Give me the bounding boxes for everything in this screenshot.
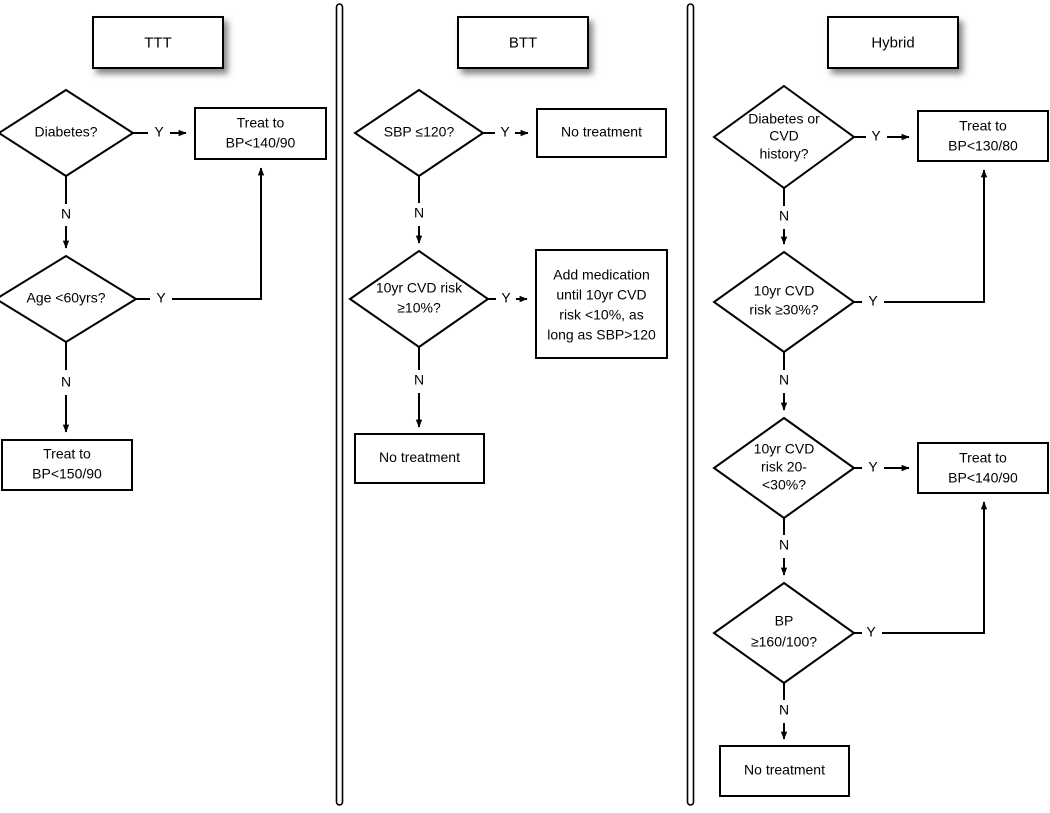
- edge-label-ttt-age-no: N: [61, 374, 71, 390]
- node-ttt-diabetes-line-0: Diabetes?: [34, 124, 97, 140]
- edge-label-btt-sbp-no: N: [414, 205, 424, 221]
- node-btt-add-medication[interactable]: Add medication until 10yr CVD risk <10%,…: [535, 249, 668, 359]
- panel-divider-left: [335, 3, 344, 806]
- node-hyb-treat-140-90[interactable]: Treat to BP<140/90: [917, 442, 1049, 494]
- node-hyb-treat-130-80[interactable]: Treat to BP<130/80: [917, 110, 1049, 162]
- edge-ttt-age-no: N: [61, 342, 71, 433]
- node-ttt-age-60-line-0: Age <60yrs?: [27, 290, 106, 306]
- node-ttt-treat-150-90-line-1: BP<150/90: [32, 466, 102, 482]
- edge-label-hyb-d4-no: N: [779, 702, 789, 718]
- panel-divider-right: [686, 3, 695, 806]
- node-hyb-cvd-risk-30-line-1: risk ≥30%?: [749, 302, 818, 318]
- node-hyb-diabetes-cvd-history-line-2: history?: [759, 146, 808, 162]
- edge-hyb-d1-yes: Y: [854, 128, 910, 144]
- node-ttt-treat-140-90-line-0: Treat to: [237, 115, 285, 131]
- node-ttt-diabetes[interactable]: Diabetes?: [0, 88, 135, 178]
- panel-btt: BTT SBP ≤120? No treatment 10yr CVD risk…: [348, 16, 668, 484]
- node-btt-cvd-risk-10[interactable]: 10yr CVD risk ≥10%?: [348, 249, 490, 349]
- node-ttt-treat-140-90[interactable]: Treat to BP<140/90: [194, 107, 327, 160]
- edge-label-ttt-diabetes-no: N: [61, 206, 71, 222]
- node-btt-cvd-risk-10-line-1: ≥10%?: [397, 300, 441, 316]
- edge-btt-sbp-yes: Y: [483, 124, 529, 140]
- node-btt-no-treatment-top-line-0: No treatment: [561, 124, 642, 140]
- edge-label-hyb-d3-yes: Y: [868, 459, 878, 475]
- edge-label-hyb-d2-yes: Y: [868, 293, 878, 309]
- edge-label-btt-sbp-yes: Y: [500, 124, 510, 140]
- node-ttt-treat-140-90-line-1: BP<140/90: [226, 135, 296, 151]
- node-ttt-treat-150-90[interactable]: Treat to BP<150/90: [1, 439, 133, 491]
- edge-hyb-d4-no: N: [779, 683, 789, 740]
- edge-btt-cvd-no: N: [414, 347, 424, 428]
- edge-label-hyb-d1-yes: Y: [871, 128, 881, 144]
- edge-label-btt-cvd-no: N: [414, 372, 424, 388]
- node-hyb-cvd-risk-20-30[interactable]: 10yr CVD risk 20- <30%?: [712, 416, 856, 520]
- node-btt-sbp-120[interactable]: SBP ≤120?: [353, 88, 485, 178]
- node-hyb-cvd-risk-20-30-line-2: <30%?: [762, 477, 806, 493]
- node-hyb-bp-160-100-line-0: BP: [775, 613, 794, 629]
- panel-header-hybrid-label: Hybrid: [871, 34, 914, 51]
- node-btt-add-medication-line-3: long as SBP>120: [547, 327, 656, 343]
- node-btt-add-medication-line-1: until 10yr CVD: [556, 287, 646, 303]
- node-hyb-treat-140-90-line-0: Treat to: [959, 450, 1007, 466]
- edge-label-hyb-d2-no: N: [779, 372, 789, 388]
- edge-label-ttt-diabetes-yes: Y: [154, 124, 164, 140]
- node-hyb-bp-160-100-line-1: ≥160/100?: [751, 634, 817, 650]
- node-btt-no-treatment-top[interactable]: No treatment: [536, 108, 667, 158]
- edge-ttt-diabetes-yes: Y: [133, 124, 187, 140]
- node-ttt-treat-150-90-line-0: Treat to: [43, 446, 91, 462]
- edge-label-hyb-d3-no: N: [779, 537, 789, 553]
- node-btt-add-medication-line-0: Add medication: [553, 267, 650, 283]
- panel-header-hybrid: Hybrid: [827, 16, 959, 69]
- edge-btt-cvd-yes: Y: [488, 290, 528, 306]
- edge-hyb-d3-yes: Y: [854, 459, 910, 475]
- edge-label-ttt-age-yes: Y: [156, 290, 166, 306]
- panel-header-btt: BTT: [457, 16, 589, 69]
- edge-label-hyb-d4-yes: Y: [866, 624, 876, 640]
- edge-hyb-d2-yes: Y: [854, 169, 988, 309]
- panel-ttt: TTT Diabetes? Treat to BP<140/90 Age <60…: [0, 16, 327, 491]
- panel-hybrid: Hybrid Diabetes or CVD history? Treat to…: [712, 16, 1049, 797]
- node-hyb-treat-130-80-line-0: Treat to: [959, 118, 1007, 134]
- edge-label-hyb-d1-no: N: [779, 208, 789, 224]
- node-hyb-no-treatment[interactable]: No treatment: [719, 745, 850, 797]
- edge-label-btt-cvd-yes: Y: [501, 290, 511, 306]
- edge-ttt-age-yes: Y: [136, 167, 265, 306]
- node-hyb-cvd-risk-20-30-line-0: 10yr CVD: [754, 441, 815, 457]
- edge-ttt-diabetes-no: N: [61, 176, 71, 249]
- node-btt-no-treatment-bottom-line-0: No treatment: [379, 449, 460, 465]
- edge-hyb-d2-no: N: [779, 352, 789, 411]
- node-hyb-diabetes-cvd-history-line-0: Diabetes or: [748, 111, 820, 127]
- panel-header-btt-label: BTT: [509, 34, 537, 51]
- edge-hyb-d1-no: N: [779, 188, 789, 245]
- node-hyb-cvd-risk-20-30-line-1: risk 20-: [761, 459, 807, 475]
- node-hyb-no-treatment-line-0: No treatment: [744, 762, 825, 778]
- node-hyb-diabetes-cvd-history-line-1: CVD: [769, 128, 799, 144]
- node-hyb-treat-130-80-line-1: BP<130/80: [948, 138, 1018, 154]
- node-btt-cvd-risk-10-line-0: 10yr CVD risk: [376, 280, 463, 296]
- node-hyb-cvd-risk-30-line-0: 10yr CVD: [754, 283, 815, 299]
- panel-header-ttt-label: TTT: [144, 34, 172, 51]
- edge-hyb-d4-yes: Y: [854, 501, 988, 640]
- node-btt-no-treatment-bottom[interactable]: No treatment: [354, 433, 485, 484]
- edge-hyb-d3-no: N: [779, 518, 789, 576]
- edge-btt-sbp-no: N: [414, 176, 424, 244]
- node-hyb-treat-140-90-line-1: BP<140/90: [948, 470, 1018, 486]
- panel-header-ttt: TTT: [92, 16, 224, 69]
- node-btt-add-medication-line-2: risk <10%, as: [559, 307, 643, 323]
- node-btt-sbp-120-line-0: SBP ≤120?: [384, 124, 455, 140]
- node-hyb-cvd-risk-30[interactable]: 10yr CVD risk ≥30%?: [712, 250, 856, 354]
